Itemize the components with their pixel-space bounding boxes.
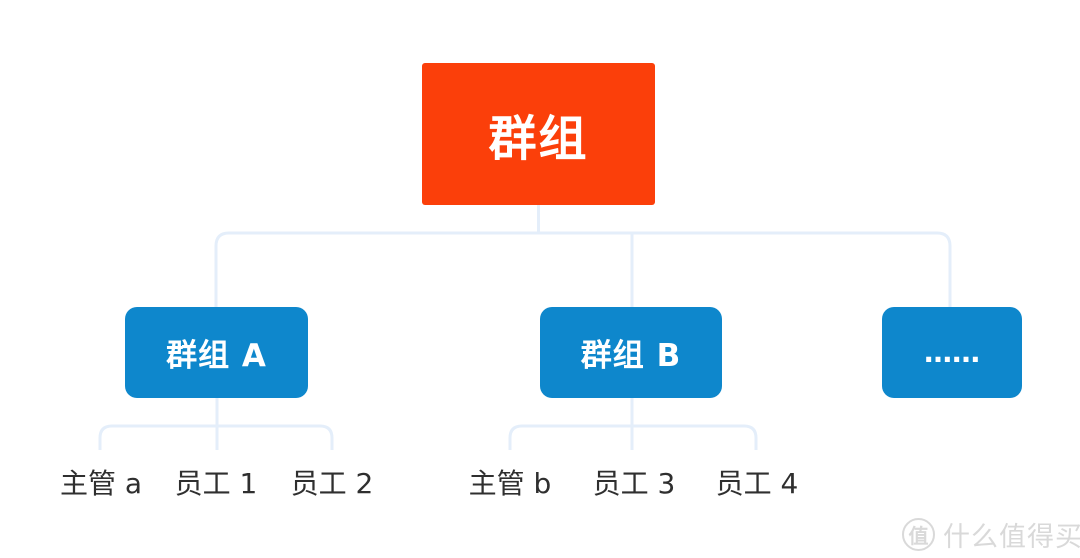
root-node-label: 群组 xyxy=(488,111,589,167)
connector-a-bracket xyxy=(98,424,334,450)
child-node-group-b: 群组 B xyxy=(540,307,722,398)
leaf-employee-3: 员工 3 xyxy=(592,467,676,500)
connector-b-bracket xyxy=(508,424,758,450)
watermark-text: 什么值得买 xyxy=(943,522,1080,553)
leaf-employee-1: 员工 1 xyxy=(174,467,258,500)
smzdm-logo-icon: 值 xyxy=(902,518,935,551)
leaf-supervisor-b: 主管 b xyxy=(468,467,552,500)
child-node-label: 群组 B xyxy=(580,338,682,374)
root-node-group: 群组 xyxy=(422,63,655,205)
leaf-supervisor-a: 主管 a xyxy=(59,467,143,500)
child-node-label: …… xyxy=(924,336,980,369)
connector-level1-bracket xyxy=(214,231,952,307)
leaf-employee-2: 员工 2 xyxy=(290,467,374,500)
smzdm-watermark: 值 什么值得买 xyxy=(902,515,1080,554)
leaf-employee-4: 员工 4 xyxy=(715,467,799,500)
child-node-label: 群组 A xyxy=(166,338,267,374)
child-node-group-a: 群组 A xyxy=(125,307,308,398)
child-node-ellipsis: …… xyxy=(882,307,1022,398)
